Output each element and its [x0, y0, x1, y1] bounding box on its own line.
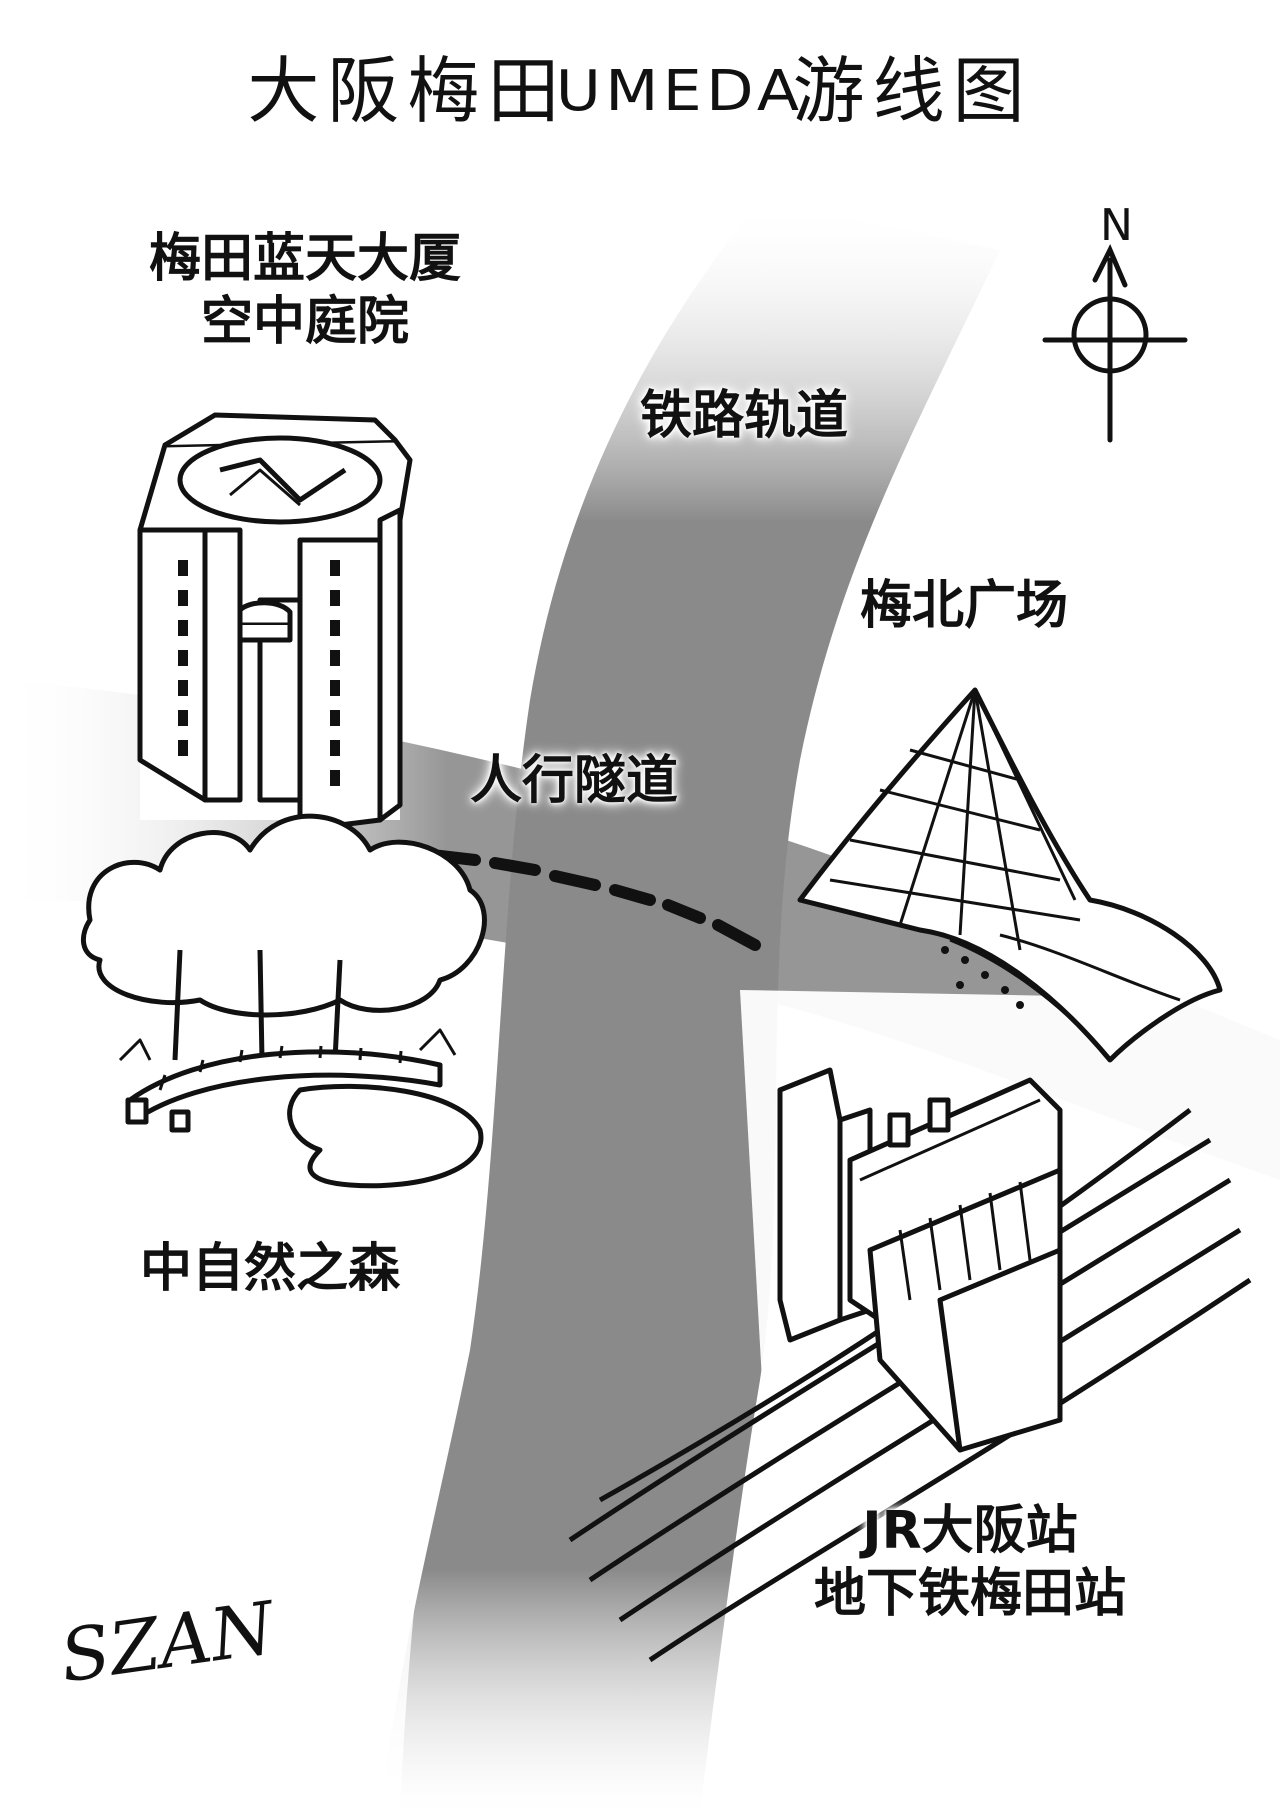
- label-sky-building: 梅田蓝天大厦 空中庭院: [105, 228, 505, 355]
- naka-nature-forest-illustration: [80, 813, 487, 1189]
- compass-north-label: N: [1100, 200, 1133, 251]
- label-sky-building-line2: 空中庭院: [200, 292, 409, 353]
- title-chinese-suffix: 游线图: [792, 49, 1033, 133]
- title-chinese-prefix: 大阪梅田: [247, 49, 568, 133]
- umeda-sky-building-illustration: [137, 412, 413, 833]
- railway-band: [380, 200, 1000, 1811]
- title-latin: UMEDA: [556, 59, 804, 124]
- label-tunnel: 人行隧道: [470, 751, 679, 811]
- label-station: JR大阪站 地下铁梅田站: [760, 1500, 1180, 1627]
- umekita-plaza-illustration: [797, 687, 1223, 1063]
- label-sky-building-line1: 梅田蓝天大厦: [148, 229, 461, 289]
- label-railway: 铁路轨道: [640, 386, 849, 446]
- label-umekita: 梅北广场: [860, 576, 1069, 636]
- label-station-line1: JR大阪站: [862, 1501, 1078, 1561]
- map-title: 大阪梅田UMEDA游线图: [0, 32, 1280, 137]
- label-forest: 中自然之森: [140, 1239, 401, 1299]
- pedestrian-tunnel-path: [426, 849, 761, 951]
- label-station-line2: 地下铁梅田站: [813, 1564, 1126, 1625]
- jr-osaka-station-illustration: [568, 1067, 1252, 1663]
- compass-icon: [1042, 244, 1188, 443]
